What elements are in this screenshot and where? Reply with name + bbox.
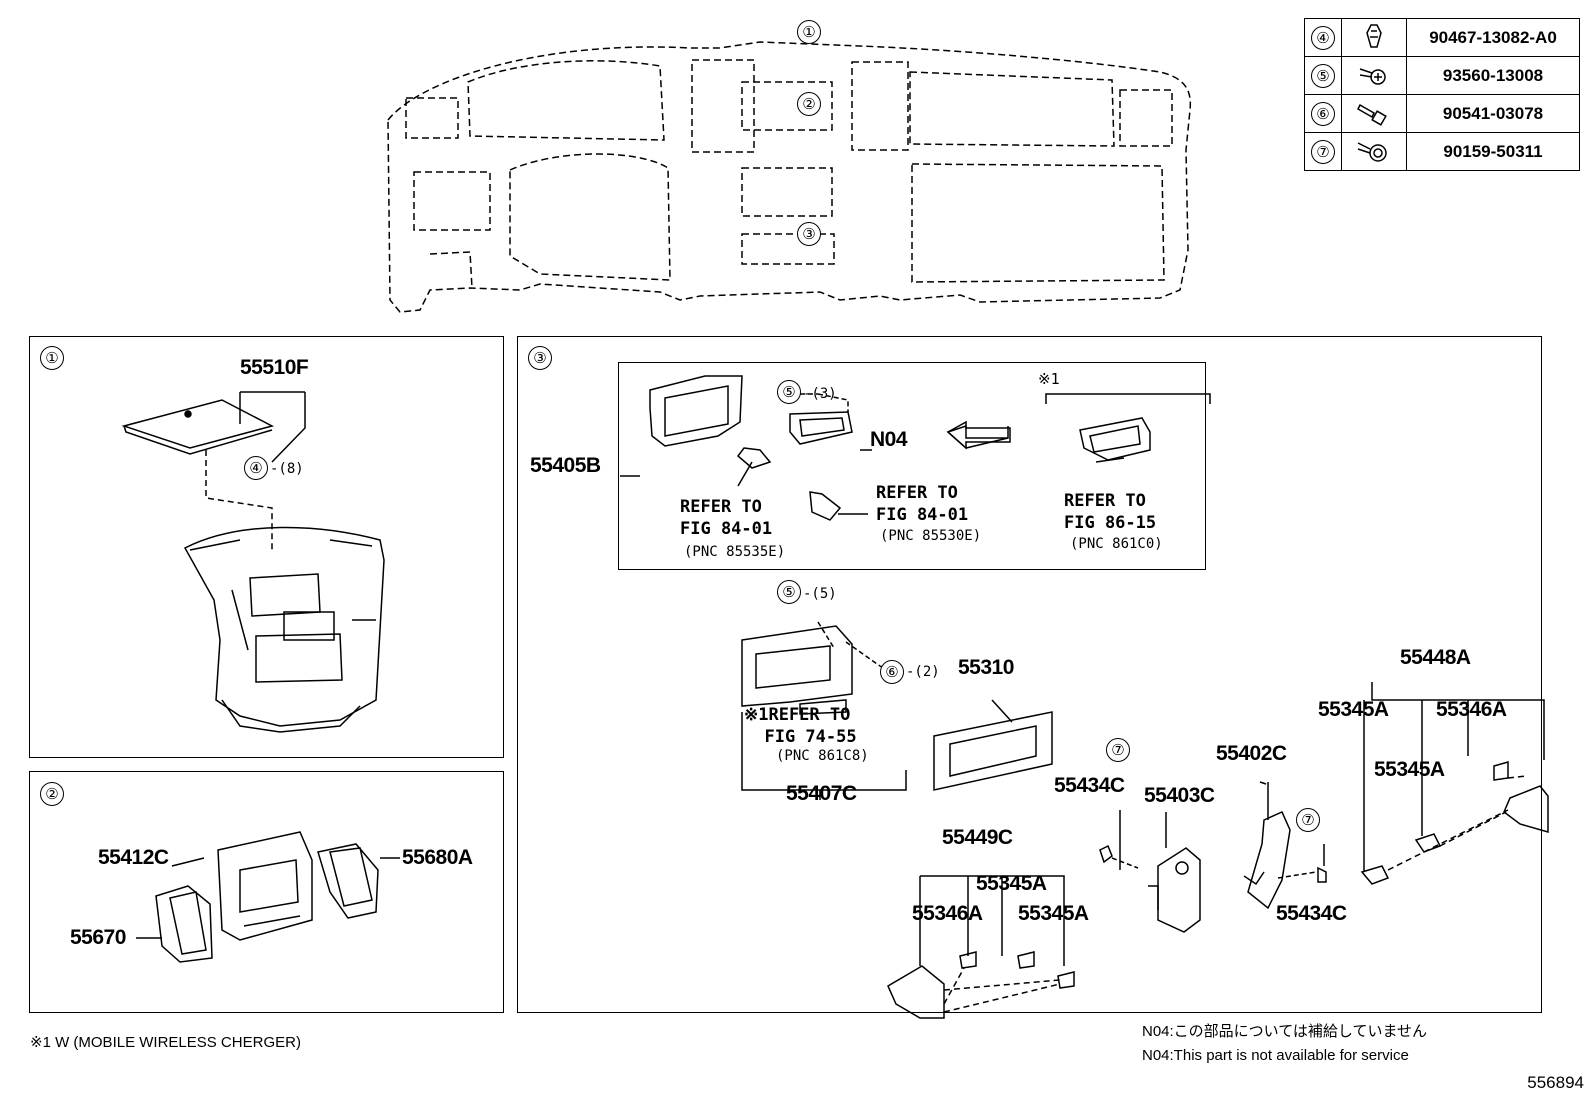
part-label-55434C[interactable]: 55434C bbox=[1054, 774, 1125, 797]
panel-3-callout[interactable]: ③ bbox=[528, 346, 552, 370]
reference-text[interactable]: REFER TO FIG 84-01 bbox=[680, 497, 773, 539]
socket bbox=[809, 491, 842, 521]
bracket-55448A bbox=[1503, 785, 1549, 833]
callout-5[interactable]: ⑤ bbox=[777, 380, 801, 404]
cover-55510F bbox=[121, 399, 275, 449]
charger-861C0 bbox=[1079, 417, 1151, 461]
quantity-label: -(2) bbox=[906, 664, 940, 680]
part-label-55449C[interactable]: 55449C bbox=[942, 826, 1013, 849]
part-label-55402C[interactable]: 55402C bbox=[1216, 742, 1287, 765]
dashboard-outline bbox=[387, 41, 1192, 313]
part-label-55310[interactable]: 55310 bbox=[958, 656, 1014, 679]
part-label-55412C[interactable]: 55412C bbox=[98, 846, 169, 869]
cover-55449C bbox=[887, 965, 945, 1019]
screw-washer-icon bbox=[1357, 141, 1387, 162]
tray-N04 bbox=[789, 411, 853, 445]
part-label-55346A[interactable]: 55346A bbox=[1436, 698, 1507, 721]
part-number: 90467-13082-A0 bbox=[1406, 18, 1580, 57]
screw-icon bbox=[1359, 67, 1386, 85]
callout-2-top[interactable]: ② bbox=[797, 92, 821, 116]
cover-55403C bbox=[1157, 847, 1201, 933]
part-label-55405B[interactable]: 55405B bbox=[530, 454, 601, 477]
row-callout: ④ bbox=[1311, 25, 1335, 50]
callout-5[interactable]: ⑤ bbox=[777, 580, 801, 604]
part-label-55345A[interactable]: 55345A bbox=[1374, 758, 1445, 781]
callout-3-top[interactable]: ③ bbox=[797, 222, 821, 246]
reference-text[interactable]: ※1REFER TO FIG 74-55 bbox=[744, 705, 857, 747]
part-label-55510F[interactable]: 55510F bbox=[240, 356, 309, 379]
callout-4[interactable]: ④ bbox=[244, 456, 268, 480]
subassembly-box bbox=[618, 362, 1206, 570]
callout-7[interactable]: ⑦ bbox=[1106, 738, 1130, 762]
part-label-55345A[interactable]: 55345A bbox=[1318, 698, 1389, 721]
panel-2-callout[interactable]: ② bbox=[40, 782, 64, 806]
reference-text[interactable]: REFER TO FIG 84-01 bbox=[876, 483, 969, 525]
part-number: 90159-50311 bbox=[1406, 132, 1580, 171]
panel-3 bbox=[517, 336, 1542, 1013]
pnc-label: (PNC 861C0) bbox=[1070, 536, 1163, 552]
reference-text[interactable]: REFER TO FIG 86-15 bbox=[1064, 491, 1157, 533]
part-label-55345A[interactable]: 55345A bbox=[976, 872, 1047, 895]
part-label-55407C[interactable]: 55407C bbox=[786, 782, 857, 805]
part-label-55403C[interactable]: 55403C bbox=[1144, 784, 1215, 807]
figure-number: 556894 bbox=[1527, 1073, 1584, 1092]
callout-1-top[interactable]: ① bbox=[797, 20, 821, 44]
part-label-55346A[interactable]: 55346A bbox=[912, 902, 983, 925]
quantity-label: -(8) bbox=[270, 461, 304, 477]
part-label-55680A[interactable]: 55680A bbox=[402, 846, 473, 869]
pnc-label: (PNC 85535E) bbox=[684, 544, 786, 560]
cover-55402C bbox=[1247, 811, 1291, 910]
panel-1-callout[interactable]: ① bbox=[40, 346, 64, 370]
parts-table-row[interactable]: ④ 90467-13082-A0 bbox=[1304, 18, 1580, 57]
register-55680A bbox=[317, 843, 379, 919]
parts-table-row[interactable]: ⑦ 90159-50311 bbox=[1304, 132, 1580, 171]
pnc-label: (PNC 861C8) bbox=[776, 748, 869, 764]
register-55670 bbox=[155, 885, 213, 963]
parts-table-row[interactable]: ⑥ 90541-03078 bbox=[1304, 94, 1580, 133]
note-japanese: N04:この部品については補給していません bbox=[1142, 1023, 1428, 1040]
parts-table: ④ 90467-13082-A0 ⑤ 93560-13008 ⑥ 90541-0… bbox=[1304, 18, 1580, 171]
callout-7[interactable]: ⑦ bbox=[1296, 808, 1320, 832]
part-label-55448A[interactable]: 55448A bbox=[1400, 646, 1471, 669]
panel-55407C bbox=[741, 625, 853, 707]
footnote-mark: ※1 bbox=[1038, 370, 1060, 388]
row-callout: ⑥ bbox=[1311, 101, 1335, 126]
quantity-label: -(3) bbox=[803, 386, 837, 402]
bolt-icon bbox=[1357, 103, 1387, 126]
part-number: 93560-13008 bbox=[1406, 56, 1580, 95]
pnc-label: (PNC 85530E) bbox=[880, 528, 982, 544]
frame-55405B bbox=[649, 375, 743, 447]
clip-icon bbox=[1366, 23, 1382, 48]
parts-table-row[interactable]: ⑤ 93560-13008 bbox=[1304, 56, 1580, 95]
bezel-55310 bbox=[933, 711, 1053, 791]
callout-6[interactable]: ⑥ bbox=[880, 660, 904, 684]
part-label-55670[interactable]: 55670 bbox=[70, 926, 126, 949]
part-label-N04[interactable]: N04 bbox=[870, 428, 908, 451]
row-callout: ⑦ bbox=[1311, 139, 1335, 164]
row-callout: ⑤ bbox=[1311, 63, 1335, 88]
part-number: 90541-03078 bbox=[1406, 94, 1580, 133]
note-english: N04:This part is not available for servi… bbox=[1142, 1047, 1409, 1064]
bezel-55412C bbox=[217, 831, 313, 941]
panel-1 bbox=[29, 336, 504, 758]
part-label-55434C[interactable]: 55434C bbox=[1276, 902, 1347, 925]
quantity-label: -(5) bbox=[803, 586, 837, 602]
part-label-55345A[interactable]: 55345A bbox=[1018, 902, 1089, 925]
footnote: ※1 W (MOBILE WIRELESS CHERGER) bbox=[30, 1034, 301, 1051]
panel-2 bbox=[29, 771, 504, 1013]
